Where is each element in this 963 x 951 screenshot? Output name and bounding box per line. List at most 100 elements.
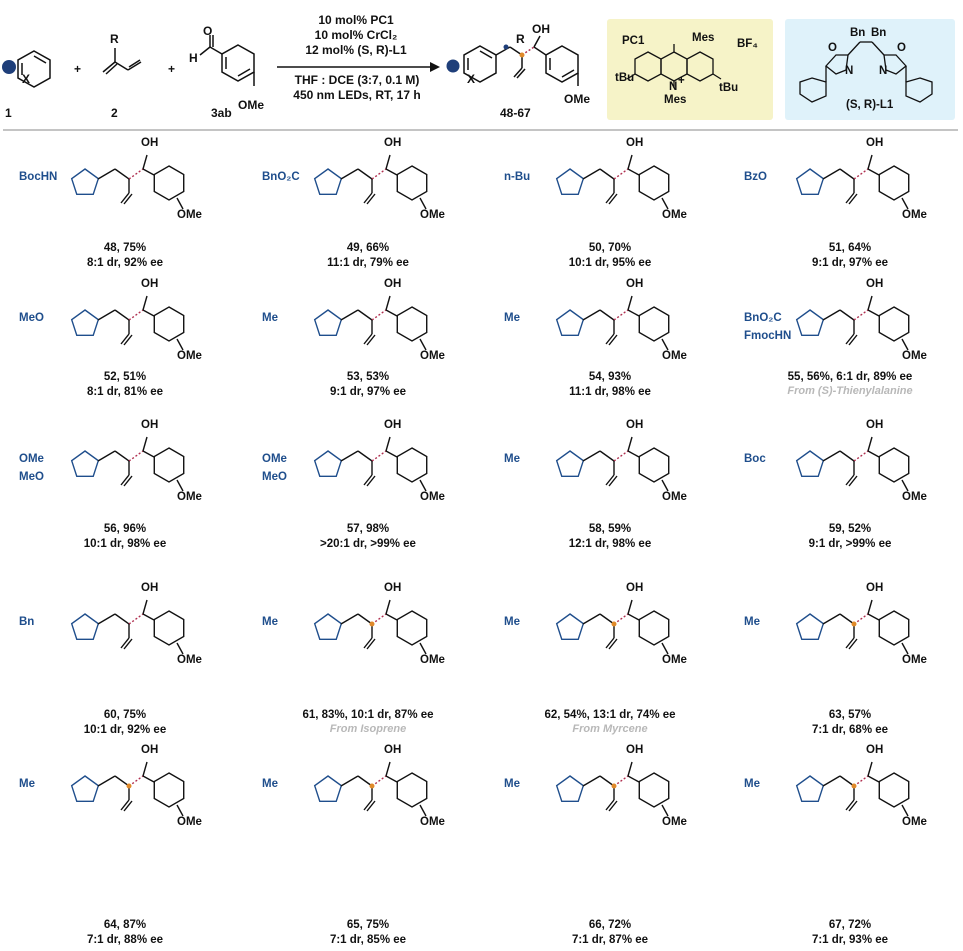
plus-2: + [168,62,176,76]
product-caption: 66, 72%7:1 dr, 87% ee [495,918,725,948]
substituent-label: Me [262,778,278,790]
ome-label: OMe [662,816,687,828]
bond [97,613,116,625]
bond [608,334,618,346]
anisole-ring [638,447,670,483]
bond [363,799,373,811]
caption-line: 63, 57% [828,709,872,721]
bond [120,192,130,204]
caption-line: 64, 87% [103,919,147,931]
bond [867,436,873,452]
bond [848,334,858,346]
anisole-ring [878,772,910,808]
bond [867,450,880,458]
bond [613,168,629,180]
product-caption: 64, 87% 7:1 dr, 88% ee [10,918,240,948]
quaternary-center-dot [369,783,375,789]
oh-label: OH [626,419,644,431]
bond [599,613,615,625]
heteroaryl-dot [2,60,16,74]
h-label: H [189,51,198,65]
bond [582,775,601,787]
product-oh: OH [532,22,550,36]
bond [142,436,148,452]
ome-label: OMe [420,209,445,221]
heteroaryl-ring [555,168,585,196]
substituent-label: Me [504,453,520,465]
heteroaryl-ring [795,450,825,478]
product-caption: 55, 56%, 6:1 dr, 89% ee [735,370,963,385]
product-caption: 67, 72%7:1 dr, 93% ee [735,918,963,948]
bond [176,197,184,210]
ome-label: OMe [177,491,202,503]
oh-label: OH [141,419,159,431]
bond [128,450,144,462]
bond [822,450,841,462]
bond [363,637,373,649]
bond [371,309,387,321]
caption-line: 50, 70% [588,242,632,254]
bond [848,638,858,650]
bond [605,192,615,204]
bond [340,775,359,787]
bond [176,642,184,655]
bond [97,450,116,462]
bond [867,775,880,783]
bond [853,613,869,625]
caption-line: 54, 93% [588,371,632,383]
bond [845,637,855,649]
label-3ab: 3ab [211,106,232,120]
l1-o-left: O [828,42,837,54]
ome-label: OMe [177,816,202,828]
ome-3ab: OMe [238,98,265,112]
product-caption: 62, 54%, 13:1 dr, 74% ee [495,708,725,723]
bond [599,168,615,180]
substituent-label: Me [262,616,278,628]
anisole-ring [153,165,185,201]
bond [366,193,376,205]
oh-label: OH [866,419,884,431]
bond [839,309,855,321]
oh-label: OH [141,278,159,290]
bond [114,613,130,625]
bond [853,775,869,787]
bond [142,613,155,621]
bond [357,168,373,180]
ome-label: OMe [662,350,687,362]
bond [661,642,669,655]
substituent-label: MeO [19,312,44,324]
caption-line: 7:1 dr, 88% ee [86,934,164,946]
product-caption: 53, 53%9:1 dr, 97% ee [253,370,483,400]
bond [120,637,130,649]
heteroaryl-ring [70,775,100,803]
bond [128,613,144,625]
conditions-above: 10 mol% PC1 10 mol% CrCl₂ 12 mol% (S, R)… [286,13,426,58]
substituent-label: OMe [262,453,287,465]
bond [822,168,841,180]
caption-line: 7:1 dr, 68% ee [811,724,889,736]
bond [357,309,373,321]
oh-label: OH [866,744,884,756]
anisole-ring [153,306,185,342]
anisole-ring [153,610,185,646]
caption-line: 67, 72% [828,919,872,931]
ome-label: OMe [902,209,927,221]
bond [867,168,880,176]
bond [385,436,391,452]
bond [128,775,144,787]
bond [627,154,633,170]
bond [371,775,387,787]
bond [357,450,373,462]
bond [385,450,398,458]
anisole-ring [638,772,670,808]
heteroaryl-ring [70,168,100,196]
oh-label: OH [141,582,159,594]
bond [661,804,669,817]
caption-line: 51, 64% [828,242,872,254]
bond [366,334,376,346]
bond [366,475,376,487]
caption-line: 61, 83%, 10:1 dr, 87% ee [302,709,434,721]
bond [419,804,427,817]
bond [142,599,148,615]
caption-line: 10:1 dr, 95% ee [568,257,652,269]
